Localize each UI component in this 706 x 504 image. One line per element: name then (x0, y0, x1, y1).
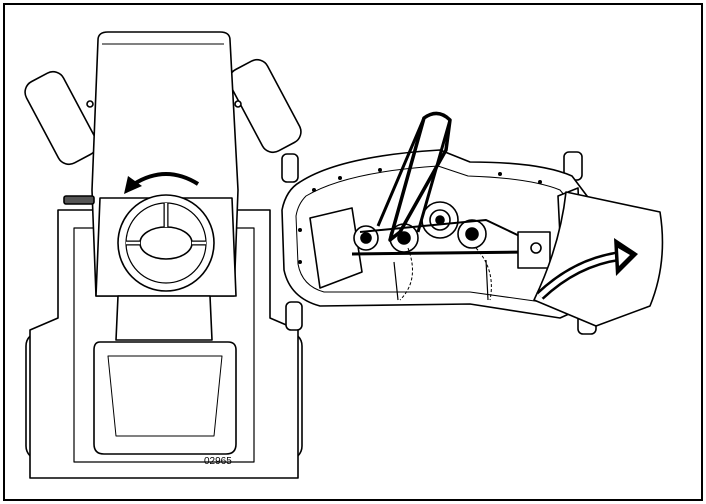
mower-deck-underside (281, 111, 664, 335)
gauge-wheel-rl (285, 301, 303, 331)
figure-border (3, 3, 703, 501)
lift-arrow-icon (536, 238, 638, 300)
curved-arrow-icon (124, 172, 200, 194)
front-left-wheel (24, 70, 98, 166)
drive-belt-bottom (351, 250, 529, 256)
tractor-seat (93, 341, 237, 455)
tractor-top-view (24, 31, 303, 479)
drive-belt-top (388, 111, 452, 242)
seat-base (115, 295, 213, 341)
steering-wheel (117, 194, 215, 292)
discharge-opening (309, 207, 363, 289)
figure-label: 02965 (204, 456, 232, 467)
gauge-wheel-fl (281, 153, 299, 183)
lift-lever-handle (63, 195, 95, 205)
front-right-wheel (228, 58, 302, 154)
